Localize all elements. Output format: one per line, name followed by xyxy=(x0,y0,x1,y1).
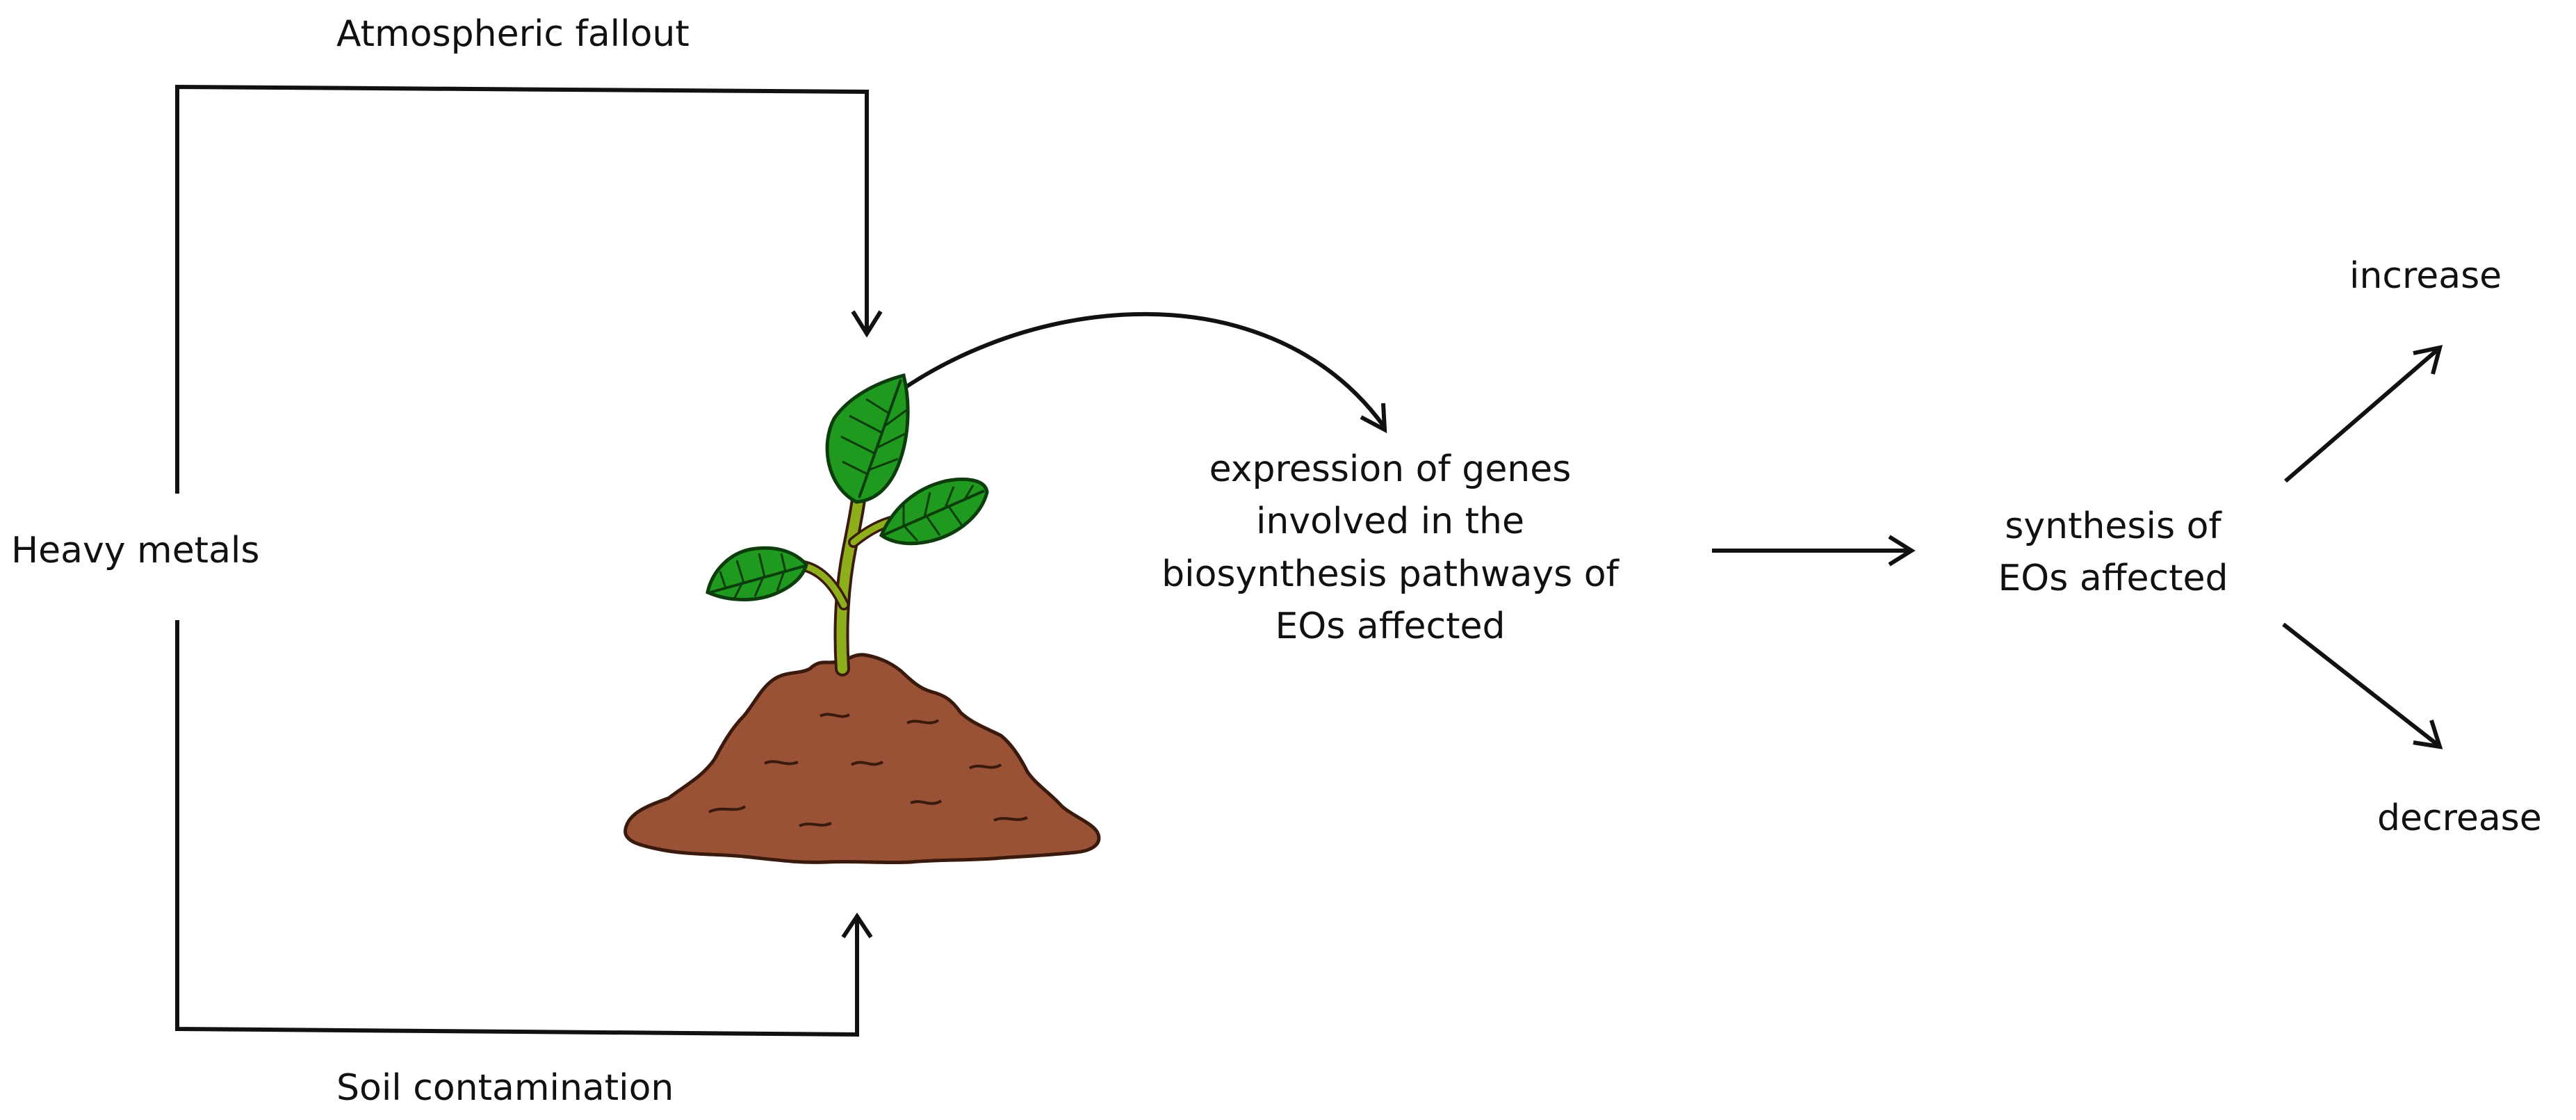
curved-arrowhead xyxy=(1360,403,1387,434)
synthesis-label: synthesis of EOs affected xyxy=(1946,501,2280,606)
arrow-synthesis-head xyxy=(1888,535,1916,567)
soil-contamination-connector xyxy=(175,620,859,1037)
atmospheric-arrowhead xyxy=(851,310,883,338)
gene-expression-line-4: EOs affected xyxy=(1275,606,1506,648)
arrow-to-increase xyxy=(2284,347,2440,483)
gene-expression-line-2: involved in the xyxy=(1255,501,1524,543)
curved-arrow-to-genes xyxy=(861,311,1385,427)
atmospheric-fallout-label: Atmospheric fallout xyxy=(336,13,690,55)
heavy-metals-label: Heavy metals xyxy=(11,530,260,571)
arrow-decrease-head xyxy=(2413,720,2443,749)
atmospheric-fallout-connector xyxy=(175,84,869,494)
arrow-increase-head xyxy=(2413,345,2443,375)
soil-mound xyxy=(623,653,1101,865)
increase-label: increase xyxy=(2349,255,2502,297)
synthesis-line-2: EOs affected xyxy=(1998,558,2228,600)
arrow-to-decrease xyxy=(2282,622,2440,747)
seedling-in-soil-icon xyxy=(623,373,1101,865)
top-leaf xyxy=(825,373,910,504)
synthesis-line-1: synthesis of xyxy=(2005,505,2222,547)
decrease-label: decrease xyxy=(2377,797,2542,839)
gene-expression-label: expression of genes involved in the bios… xyxy=(1140,444,1640,654)
gene-expression-line-3: biosynthesis pathways of xyxy=(1161,553,1619,595)
gene-expression-line-1: expression of genes xyxy=(1209,448,1572,490)
soil-contamination-label: Soil contamination xyxy=(336,1067,674,1109)
soil-arrowhead xyxy=(841,912,873,939)
